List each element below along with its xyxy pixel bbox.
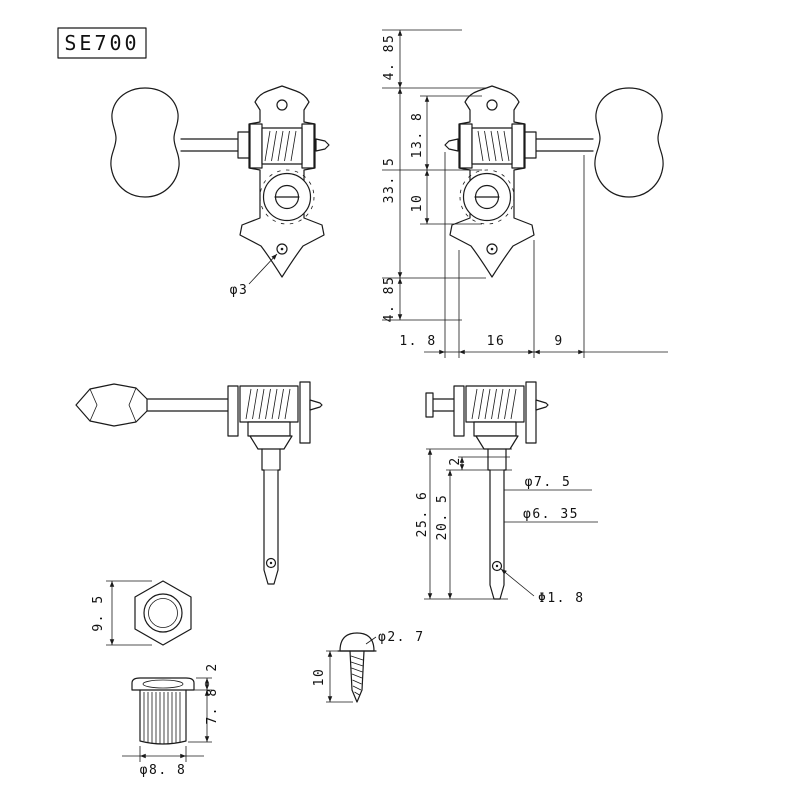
string-hole-2: [491, 560, 503, 572]
bushing-body: [139, 689, 187, 745]
side-worm-2: [465, 385, 525, 423]
nut-outer-circle: [143, 593, 183, 633]
screw-threads: [350, 655, 364, 696]
side-bearing: [227, 385, 239, 437]
side-plate-edge: [299, 381, 311, 444]
side-string-post-2: [487, 448, 507, 600]
side-button-facets: [89, 387, 137, 423]
screw-shank: [349, 650, 365, 703]
dim-tip-width: 1. 8: [399, 334, 436, 349]
side-view-right: [425, 381, 549, 600]
dim-collar: 2: [448, 456, 463, 465]
side-shaft: [146, 398, 229, 412]
dim-string-hole-dia: Φ1. 8: [538, 591, 585, 606]
dim-post-overall: 25. 6: [415, 491, 430, 538]
front-horizontal-dimensions: 1. 8 16 9: [399, 152, 668, 358]
dim-plate-width: 16: [487, 334, 506, 349]
side-post-collar-2: [475, 435, 519, 450]
side-post-collar: [249, 435, 293, 450]
title-block: SE700: [57, 27, 147, 59]
title-box: [57, 27, 147, 59]
dim-screw-length: 10: [312, 668, 327, 687]
side-shaft-tip-2: [535, 399, 549, 411]
side-plate-edge-2: [525, 381, 537, 444]
dim-bushing-dia: φ8. 8: [140, 763, 187, 778]
dim-screw-dia: φ2. 7: [378, 630, 425, 645]
side-gear-edge-2: [473, 421, 517, 437]
dim-bottom-offset: 4. 85: [382, 276, 397, 323]
mounting-screw: φ2. 7 10: [312, 630, 425, 703]
string-hole: [265, 557, 277, 569]
dim-stem-length: 9: [554, 334, 563, 349]
hole-dia-callout: φ3: [230, 253, 278, 298]
part-number-label: SE700: [64, 31, 139, 55]
bushing: 2 7. 8 φ8. 8: [122, 662, 220, 778]
side-shaft-tip: [309, 399, 323, 411]
hex-nut: 9. 5: [91, 580, 192, 646]
screw-head: [339, 632, 375, 652]
dim-nut-across-flats: 9. 5: [91, 594, 106, 631]
dim-post-dia-lower: φ6. 35: [523, 507, 579, 522]
front-view-right: [444, 85, 664, 278]
side-shaft-2: [432, 398, 455, 412]
dim-overall-height: 33. 5: [382, 157, 397, 204]
side-gear-edge: [247, 421, 291, 437]
dim-upper-section: 13. 8: [410, 112, 425, 159]
hole-dia-label: φ3: [230, 283, 249, 298]
front-vertical-dimensions: 4. 85 13. 8 33. 5 10 4. 85: [382, 29, 486, 323]
side-worm-hatch-2: [471, 388, 517, 420]
side-shaft-end-cap: [425, 392, 434, 418]
dim-bushing-flange: 2: [205, 662, 220, 671]
side-view-left: [75, 381, 323, 585]
dim-top-offset: 4. 85: [382, 34, 397, 81]
side-button: [75, 383, 148, 427]
bushing-flange: [131, 677, 195, 691]
dim-post-dia-upper: φ7. 5: [525, 475, 572, 490]
side-worm-hatch: [245, 388, 291, 420]
front-view-left: [110, 85, 330, 278]
side-view-dimensions: 25. 6 20. 5 2 φ7. 5 φ6. 35 Φ1. 8: [415, 448, 598, 606]
dim-lower-section: 10: [410, 194, 425, 213]
bushing-knurl: [143, 692, 181, 744]
dim-bushing-body: 7. 8: [205, 687, 220, 724]
side-bearing-2: [453, 385, 465, 437]
dim-post-length: 20. 5: [435, 494, 450, 541]
bushing-top-opening: [142, 679, 184, 689]
nut-hexagon: [134, 580, 192, 646]
nut-inner-circle: [148, 598, 178, 628]
